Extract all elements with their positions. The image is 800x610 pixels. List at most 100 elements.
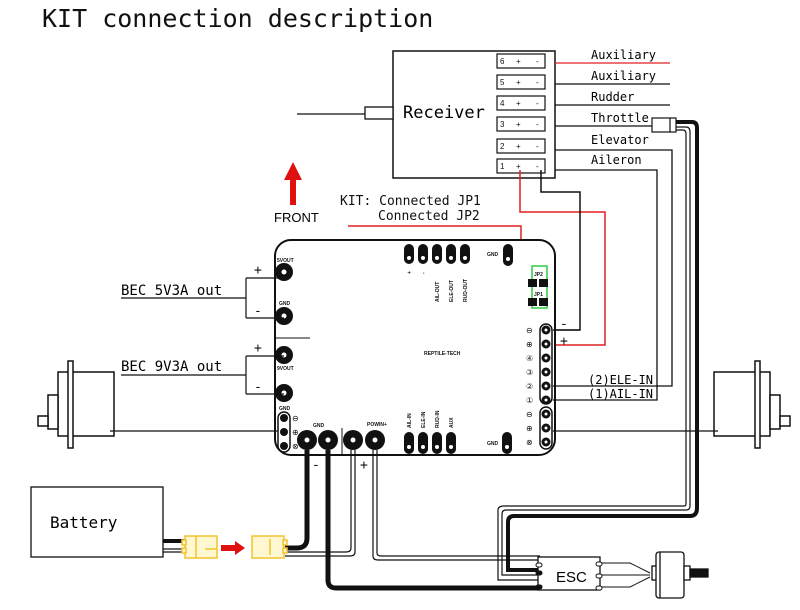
page-title: KIT connection description bbox=[42, 4, 433, 33]
channel-name-label: Rudder bbox=[591, 90, 634, 104]
left-power-pads: 5VOUT GND 9VOUT GND ⊖ ⊕ ⊗ bbox=[275, 258, 299, 453]
top-pin-1[interactable]: + bbox=[404, 244, 414, 274]
channel-name-label: Aileron bbox=[591, 153, 642, 167]
channel-plus: + bbox=[516, 142, 521, 151]
battery: Battery bbox=[30, 486, 185, 558]
top-pin-4[interactable]: ELE-OUT bbox=[446, 244, 456, 302]
power-plus: + bbox=[360, 458, 368, 473]
right-pin-symbol: ① bbox=[526, 396, 533, 405]
bottom-pin-label: ELE-IN bbox=[421, 411, 427, 428]
front-label: FRONT bbox=[274, 210, 319, 225]
right-pin-symbol: ② bbox=[526, 382, 533, 391]
bec5-minus: - bbox=[254, 304, 262, 319]
board-brand: REPTILE-TECH bbox=[424, 351, 461, 357]
right-pin-column: ⊖ ⊕ ④ ③ ② ① ⊖ ⊕ ⊗ bbox=[526, 323, 553, 450]
right-pin-4[interactable]: ③ bbox=[526, 367, 551, 378]
right-pin-symbol: ⊕ bbox=[526, 424, 533, 433]
top-pin-5[interactable]: RUD-OUT bbox=[460, 244, 470, 302]
top-pin-label: ELE-OUT bbox=[449, 280, 455, 302]
receiver-label: Receiver bbox=[403, 103, 485, 123]
jp2-pin-b[interactable] bbox=[539, 279, 548, 287]
channel-minus: - bbox=[536, 57, 539, 66]
right-input-wires: - + (2)ELE-IN (1)AIL-IN bbox=[553, 149, 673, 401]
gnd1-label: GND bbox=[279, 301, 291, 307]
channel-plus: + bbox=[516, 78, 521, 87]
right-pin-3[interactable]: ④ bbox=[526, 353, 551, 364]
right-pin-symbol: ⊗ bbox=[526, 438, 533, 447]
right-pin-symbol: ④ bbox=[526, 354, 533, 363]
channel-name-label: Throttle bbox=[591, 111, 649, 125]
right-pin-7[interactable]: ⊖ bbox=[526, 409, 551, 420]
bottom-gnd-label: GND bbox=[313, 423, 325, 429]
channel-number: 1 bbox=[500, 162, 505, 171]
top-gnd-pin: GND bbox=[487, 244, 513, 266]
esc: ESC bbox=[535, 556, 651, 591]
top-pin-3[interactable]: AIL-OUT bbox=[432, 244, 442, 302]
v9-label: 9VOUT bbox=[277, 366, 294, 372]
right-pin-symbol: ③ bbox=[526, 368, 533, 377]
receiver-channel-5[interactable]: 5+- bbox=[496, 74, 546, 90]
top-pin-label: + bbox=[407, 271, 413, 274]
front-arrow-icon bbox=[284, 162, 302, 205]
bottom-input-pins: AIL-IN ELE-IN RUD-IN AUX bbox=[404, 410, 456, 454]
svg-text:⊗: ⊗ bbox=[292, 442, 299, 451]
throttle-plug bbox=[651, 117, 677, 133]
jumper-jp1-label: JP1 bbox=[534, 292, 543, 298]
channel-number: 6 bbox=[500, 57, 505, 66]
svg-text:⊖: ⊖ bbox=[292, 414, 299, 423]
jumper-jp2-label: JP2 bbox=[534, 272, 543, 278]
top-pin-label: AIL-OUT bbox=[435, 282, 441, 302]
receiver-channel-1[interactable]: 1+- bbox=[496, 158, 546, 174]
right-plus: + bbox=[560, 334, 568, 349]
receiver-channel-6[interactable]: 6+- bbox=[496, 53, 546, 69]
right-pin-2[interactable]: ⊕ bbox=[526, 339, 551, 350]
motor bbox=[651, 551, 709, 599]
channel-number: 3 bbox=[500, 120, 505, 129]
gnd2-label: GND bbox=[279, 406, 291, 412]
right-pin-1[interactable]: ⊖ bbox=[526, 325, 551, 336]
jp1-pin-b[interactable] bbox=[539, 298, 548, 306]
channel-plus: + bbox=[516, 120, 521, 129]
receiver: Receiver bbox=[297, 50, 556, 179]
bec9-plus: + bbox=[254, 341, 262, 356]
top-pin-label: RUD-OUT bbox=[463, 279, 469, 302]
right-pin-symbol: ⊕ bbox=[526, 340, 533, 349]
bec-5v-label: BEC 5V3A out bbox=[121, 283, 222, 299]
channel-minus: - bbox=[536, 99, 539, 108]
kit-note-line2: Connected JP2 bbox=[378, 209, 480, 224]
jp1-pin-a[interactable] bbox=[528, 298, 537, 306]
bottom-pin-ele-in[interactable]: ELE-IN bbox=[418, 411, 428, 454]
jumpers: JP2 JP1 bbox=[528, 265, 548, 309]
right-pin-5[interactable]: ② bbox=[526, 381, 551, 392]
bec-9v-label: BEC 9V3A out bbox=[121, 359, 222, 375]
channel-minus: - bbox=[536, 120, 539, 129]
channel-name-label: Elevator bbox=[591, 133, 649, 147]
right-pin-8[interactable]: ⊕ bbox=[526, 423, 551, 434]
channel-minus: - bbox=[536, 142, 539, 151]
bottom-power-pads: GND POWIN+ - + bbox=[297, 422, 387, 473]
channel-lines: AuxiliaryAuxiliaryRudderThrottleElevator… bbox=[555, 48, 670, 167]
bottom-pin-label: AIL-IN bbox=[407, 413, 413, 428]
connect-arrow-icon bbox=[221, 541, 245, 555]
right-pin-9[interactable]: ⊗ bbox=[526, 437, 551, 448]
esc-label: ESC bbox=[556, 569, 587, 586]
controller-board: REPTILE-TECH bbox=[274, 239, 556, 456]
bottom-pin-rud-in[interactable]: RUD-IN bbox=[432, 410, 442, 454]
bottom-pin-aux[interactable]: AUX bbox=[446, 417, 456, 454]
receiver-channel-2[interactable]: 2+- bbox=[496, 138, 546, 154]
jp2-pin-a[interactable] bbox=[528, 279, 537, 287]
receiver-channels: 6+-5+-4+-3+-2+-1+- bbox=[496, 53, 546, 174]
bottom-pin-label: AUX bbox=[449, 417, 455, 428]
receiver-channel-4[interactable]: 4+- bbox=[496, 95, 546, 111]
battery-label: Battery bbox=[50, 513, 118, 532]
right-pin-symbol: ⊖ bbox=[526, 410, 533, 419]
v5-label: 5VOUT bbox=[277, 258, 294, 264]
right-pin-6[interactable]: ① bbox=[526, 395, 551, 406]
top-pin-2[interactable]: - bbox=[418, 244, 428, 274]
channel-name-label: Auxiliary bbox=[591, 69, 656, 83]
right-minus: - bbox=[560, 317, 568, 332]
receiver-channel-3[interactable]: 3 + - bbox=[496, 116, 546, 132]
bottom-pin-ail-in[interactable]: AIL-IN bbox=[404, 413, 414, 454]
